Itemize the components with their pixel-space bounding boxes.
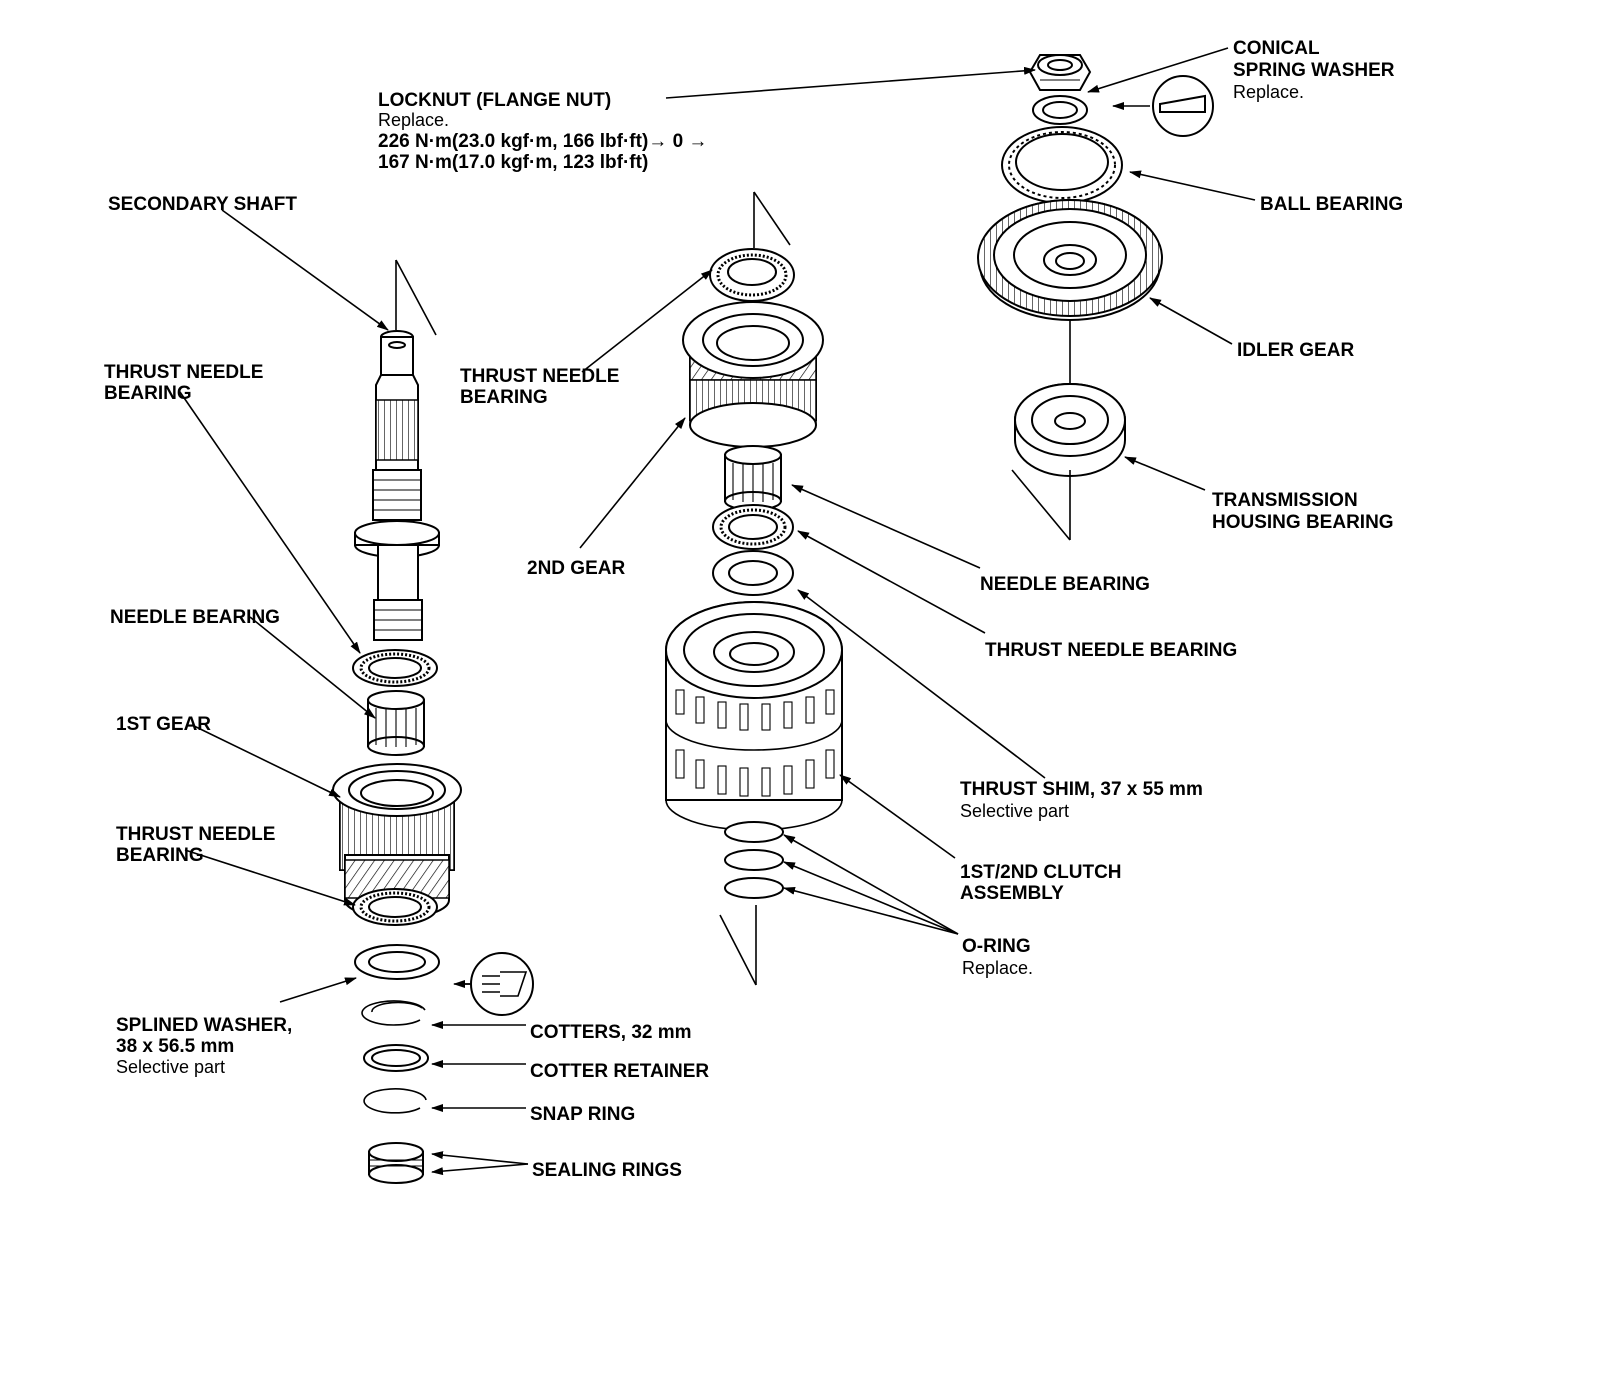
label-thrust-needle-right: THRUST NEEDLE BEARING [985, 640, 1237, 661]
conical-spring-washer [1032, 95, 1088, 125]
label-splined-washer-line1: SPLINED WASHER, [116, 1015, 292, 1036]
needle-bearing-left [367, 690, 425, 756]
secondary-shaft [354, 259, 440, 641]
label-clutch-assembly-line2: ASSEMBLY [960, 883, 1064, 904]
label-splined-washer-line2: 38 x 56.5 mm [116, 1036, 234, 1057]
label-needle-bearing-right: NEEDLE BEARING [980, 574, 1150, 595]
secondary-shaft-assembly [332, 259, 534, 1184]
label-o-ring-title: O-RING [962, 936, 1031, 957]
locknut [1028, 54, 1092, 91]
conical-washer-orientation-icon [1152, 75, 1214, 137]
idler-gear [977, 199, 1163, 321]
label-locknut-title: LOCKNUT (FLANGE NUT) [378, 90, 611, 111]
splined-washer [354, 944, 440, 980]
clutch-assembly [665, 601, 843, 831]
labels: LOCKNUT (FLANGE NUT) Replace. 226 N·m(23… [104, 38, 1403, 1181]
leader-lines [179, 47, 1256, 1176]
snap-ring [363, 1088, 427, 1114]
label-cotters: COTTERS, 32 mm [530, 1022, 692, 1043]
label-second-gear: 2ND GEAR [527, 558, 625, 579]
o-rings [724, 821, 784, 899]
label-locknut-torque1: 226 N·m(23.0 kgf·m, 166 lbf·ft)→ 0 → [378, 131, 707, 152]
needle-bearing-center [724, 445, 782, 511]
label-snap-ring: SNAP RING [530, 1104, 635, 1125]
center-assembly [665, 191, 843, 986]
label-locknut-note: Replace. [378, 110, 449, 130]
thrust-needle-bearing-left-top [352, 649, 438, 687]
label-conical-washer-note: Replace. [1233, 82, 1304, 102]
label-thrust-needle-left-bottom-line2: BEARING [116, 845, 204, 866]
label-thrust-needle-left-top-line2: BEARING [104, 383, 192, 404]
label-thrust-needle-center-line2: BEARING [460, 387, 548, 408]
ball-bearing [1001, 126, 1123, 204]
label-housing-bearing-line1: TRANSMISSION [1212, 490, 1358, 511]
cotters [361, 1000, 426, 1026]
label-housing-bearing-line2: HOUSING BEARING [1212, 512, 1394, 533]
idler-assembly [977, 54, 1214, 541]
label-o-ring-note: Replace. [962, 958, 1033, 978]
label-conical-washer-line1: CONICAL [1233, 38, 1320, 59]
thrust-shim [712, 550, 794, 596]
label-cotter-retainer: COTTER RETAINER [530, 1061, 709, 1082]
label-secondary-shaft: SECONDARY SHAFT [108, 194, 297, 215]
label-ball-bearing: BALL BEARING [1260, 194, 1403, 215]
second-gear [682, 301, 824, 448]
label-splined-washer-note: Selective part [116, 1057, 225, 1077]
thrust-needle-bearing-center-mid [712, 504, 794, 550]
sealing-rings [368, 1142, 424, 1184]
label-needle-bearing-left: NEEDLE BEARING [110, 607, 280, 628]
label-sealing-rings: SEALING RINGS [532, 1160, 682, 1181]
label-thrust-needle-left-bottom-line1: THRUST NEEDLE [116, 824, 275, 845]
cotter-retainer [363, 1044, 429, 1072]
label-first-gear: 1ST GEAR [116, 714, 211, 735]
lubricate-icon [460, 952, 534, 1016]
thrust-needle-bearing-left-bottom [352, 888, 438, 926]
label-thrust-needle-left-top-line1: THRUST NEEDLE [104, 362, 263, 383]
thrust-needle-bearing-center-top [709, 191, 795, 302]
label-idler-gear: IDLER GEAR [1237, 340, 1354, 361]
label-locknut-torque2: 167 N·m(17.0 kgf·m, 123 lbf·ft) [378, 152, 648, 173]
label-thrust-shim-note: Selective part [960, 801, 1069, 821]
transmission-housing-bearing [1014, 383, 1126, 477]
label-thrust-shim-title: THRUST SHIM, 37 x 55 mm [960, 779, 1203, 800]
label-conical-washer-line2: SPRING WASHER [1233, 60, 1395, 81]
label-clutch-assembly-line1: 1ST/2ND CLUTCH [960, 862, 1122, 883]
label-thrust-needle-center-line1: THRUST NEEDLE [460, 366, 619, 387]
